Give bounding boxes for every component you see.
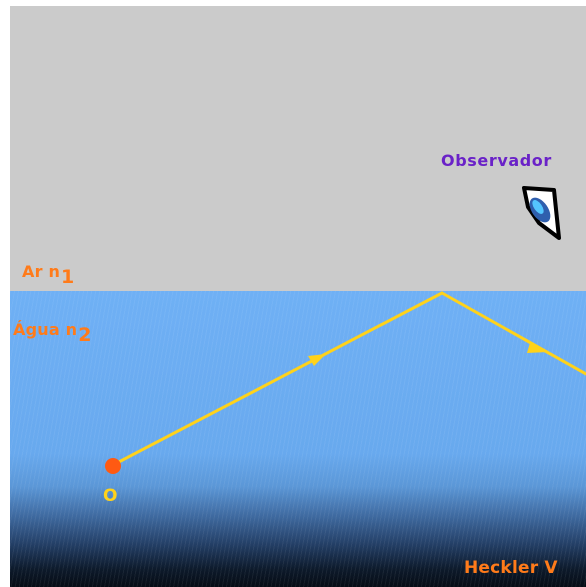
water-medium-region [10,291,586,587]
reflected-ray [440,291,586,376]
observer-label: Observador [441,151,552,170]
air-medium-text: Ar n [22,262,61,281]
air-index-subscript: 1 [61,266,75,288]
origin-label: O [103,486,118,506]
air-medium-region [10,6,586,291]
light-source-point [105,458,121,474]
credit-label: Heckler V [464,558,558,578]
water-index-subscript: 2 [78,324,92,346]
water-medium-label: Água n2 [13,318,92,346]
reflected-ray-arrow [527,343,548,353]
water-medium-text: Água n [13,320,78,339]
eye-icon [522,186,561,240]
incident-ray [111,291,444,467]
air-medium-label: Ar n1 [22,260,74,288]
incident-ray-arrow [308,354,326,366]
